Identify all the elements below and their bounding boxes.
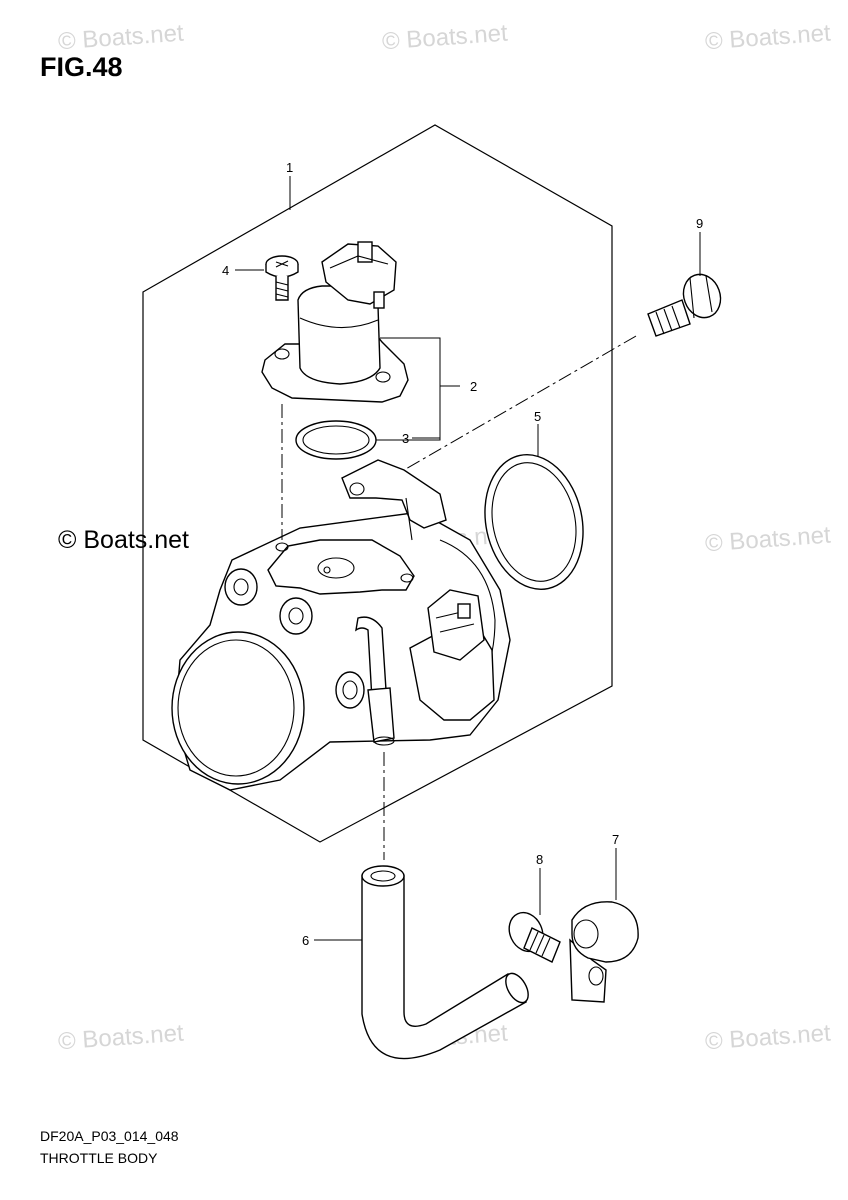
mounting-bolt <box>647 273 722 337</box>
vacuum-hose <box>361 865 529 1060</box>
watermark-dark: © Boats.net <box>58 526 189 554</box>
callout-2: 2 <box>470 379 477 394</box>
callout-7: 7 <box>612 832 619 847</box>
diagram-name: THROTTLE BODY <box>40 1150 158 1166</box>
callout-4: 4 <box>222 263 229 278</box>
throttle-body <box>171 459 511 791</box>
hose-clamp <box>569 901 639 1003</box>
callout-1: 1 <box>286 160 293 175</box>
clamp-bolt <box>508 911 561 963</box>
assembly-outline <box>142 124 613 843</box>
figure-title: FIG.48 <box>40 52 123 82</box>
o-ring-large <box>484 454 584 590</box>
o-ring-small <box>295 420 377 460</box>
callout-9: 9 <box>696 216 703 231</box>
callout-5: 5 <box>534 409 541 424</box>
callout-6: 6 <box>302 933 309 948</box>
throttle-position-sensor <box>261 241 409 403</box>
leader-lines <box>235 176 701 941</box>
callout-8: 8 <box>536 852 543 867</box>
callout-3: 3 <box>402 431 409 446</box>
sensor-screw <box>265 255 299 301</box>
diagram-code: DF20A_P03_014_048 <box>40 1128 179 1144</box>
